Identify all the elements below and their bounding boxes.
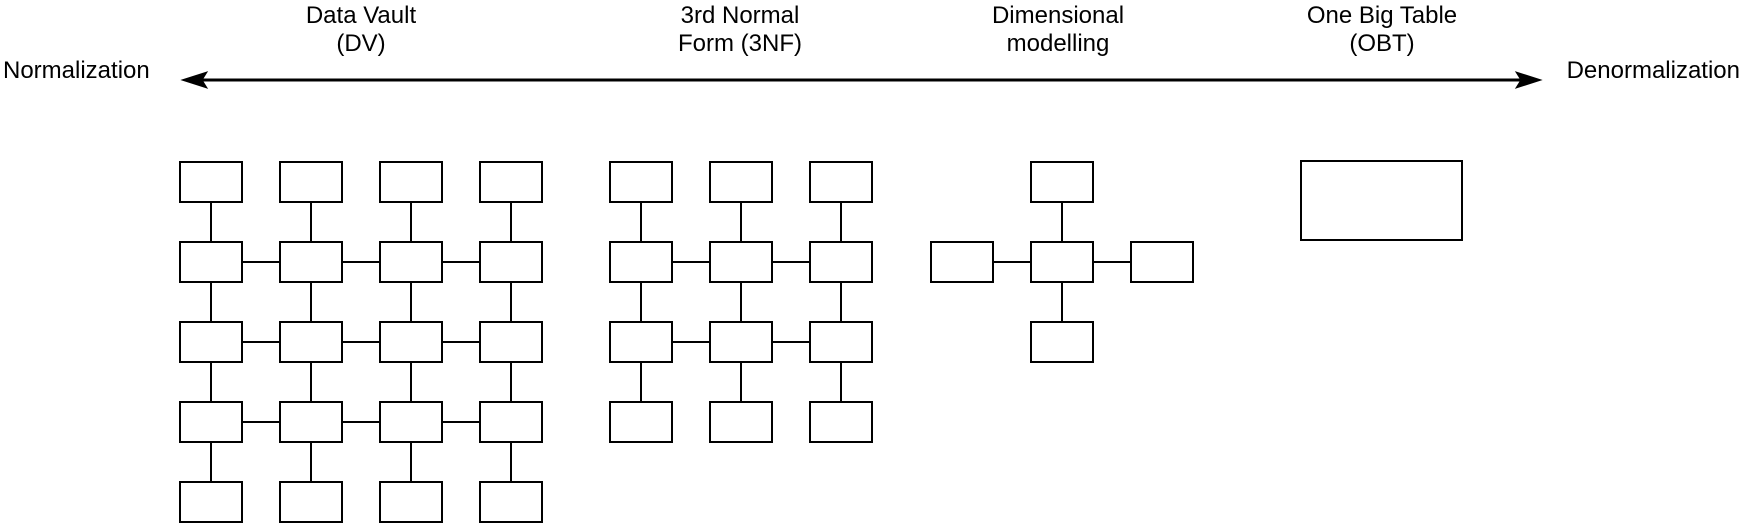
dimension-table-box: [1030, 321, 1094, 363]
schema-table-box: [179, 241, 243, 283]
axis-arrowhead-left: [180, 71, 209, 89]
schema-table-box: [709, 161, 773, 203]
fact-table-box: [1030, 241, 1094, 283]
schema-table-box: [179, 481, 243, 523]
connector-lines-layer: [210, 182, 1162, 502]
schema-table-box: [379, 321, 443, 363]
data-vault-label: Data Vault (DV): [211, 2, 511, 58]
schema-table-box: [809, 241, 873, 283]
schema-table-box: [279, 161, 343, 203]
schema-table-box: [479, 481, 543, 523]
schema-table-box: [609, 401, 673, 443]
schema-table-box: [279, 241, 343, 283]
data-vault-label-line1: Data Vault: [305, 2, 417, 29]
one-big-table-label-line2: (OBT): [1349, 30, 1415, 57]
schema-table-box: [609, 161, 673, 203]
schema-table-box: [479, 161, 543, 203]
third-normal-form-label: 3rd Normal Form (3NF): [590, 2, 890, 58]
dimension-table-box: [1130, 241, 1194, 283]
third-normal-form-label-line2: Form (3NF): [678, 30, 802, 57]
schema-table-box: [809, 321, 873, 363]
third-normal-form-label-line1: 3rd Normal: [680, 2, 800, 29]
schema-table-box: [709, 321, 773, 363]
dimensional-modelling-label: Dimensional modelling: [908, 2, 1208, 58]
dimensional-modelling-label-line1: Dimensional: [991, 2, 1125, 29]
schema-table-box: [479, 241, 543, 283]
schema-boxes-layer: [179, 160, 1463, 523]
one-big-table-label-line1: One Big Table: [1306, 2, 1458, 29]
schema-table-box: [179, 401, 243, 443]
dimension-table-box: [1030, 161, 1094, 203]
one-big-table-label: One Big Table (OBT): [1232, 2, 1532, 58]
schema-table-box: [379, 161, 443, 203]
schema-table-box: [279, 481, 343, 523]
schema-table-box: [379, 241, 443, 283]
schema-table-box: [479, 321, 543, 363]
schema-table-box: [809, 401, 873, 443]
normalization-axis-arrow: [180, 71, 1543, 89]
schema-table-box: [379, 481, 443, 523]
schema-table-box: [709, 401, 773, 443]
schema-table-box: [279, 321, 343, 363]
axis-arrowhead-right: [1514, 71, 1543, 89]
dimension-table-box: [930, 241, 994, 283]
schema-table-box: [279, 401, 343, 443]
normalization-label: Normalization: [3, 57, 150, 84]
one-big-table-box: [1300, 160, 1463, 241]
schema-table-box: [809, 161, 873, 203]
schema-table-box: [379, 401, 443, 443]
data-vault-label-line2: (DV): [336, 30, 386, 57]
schema-table-box: [609, 241, 673, 283]
denormalization-label: Denormalization: [1566, 57, 1740, 84]
schema-table-box: [179, 321, 243, 363]
schema-table-box: [609, 321, 673, 363]
schema-table-box: [179, 161, 243, 203]
schema-table-box: [709, 241, 773, 283]
dimensional-modelling-label-line2: modelling: [1006, 30, 1110, 57]
schema-table-box: [479, 401, 543, 443]
